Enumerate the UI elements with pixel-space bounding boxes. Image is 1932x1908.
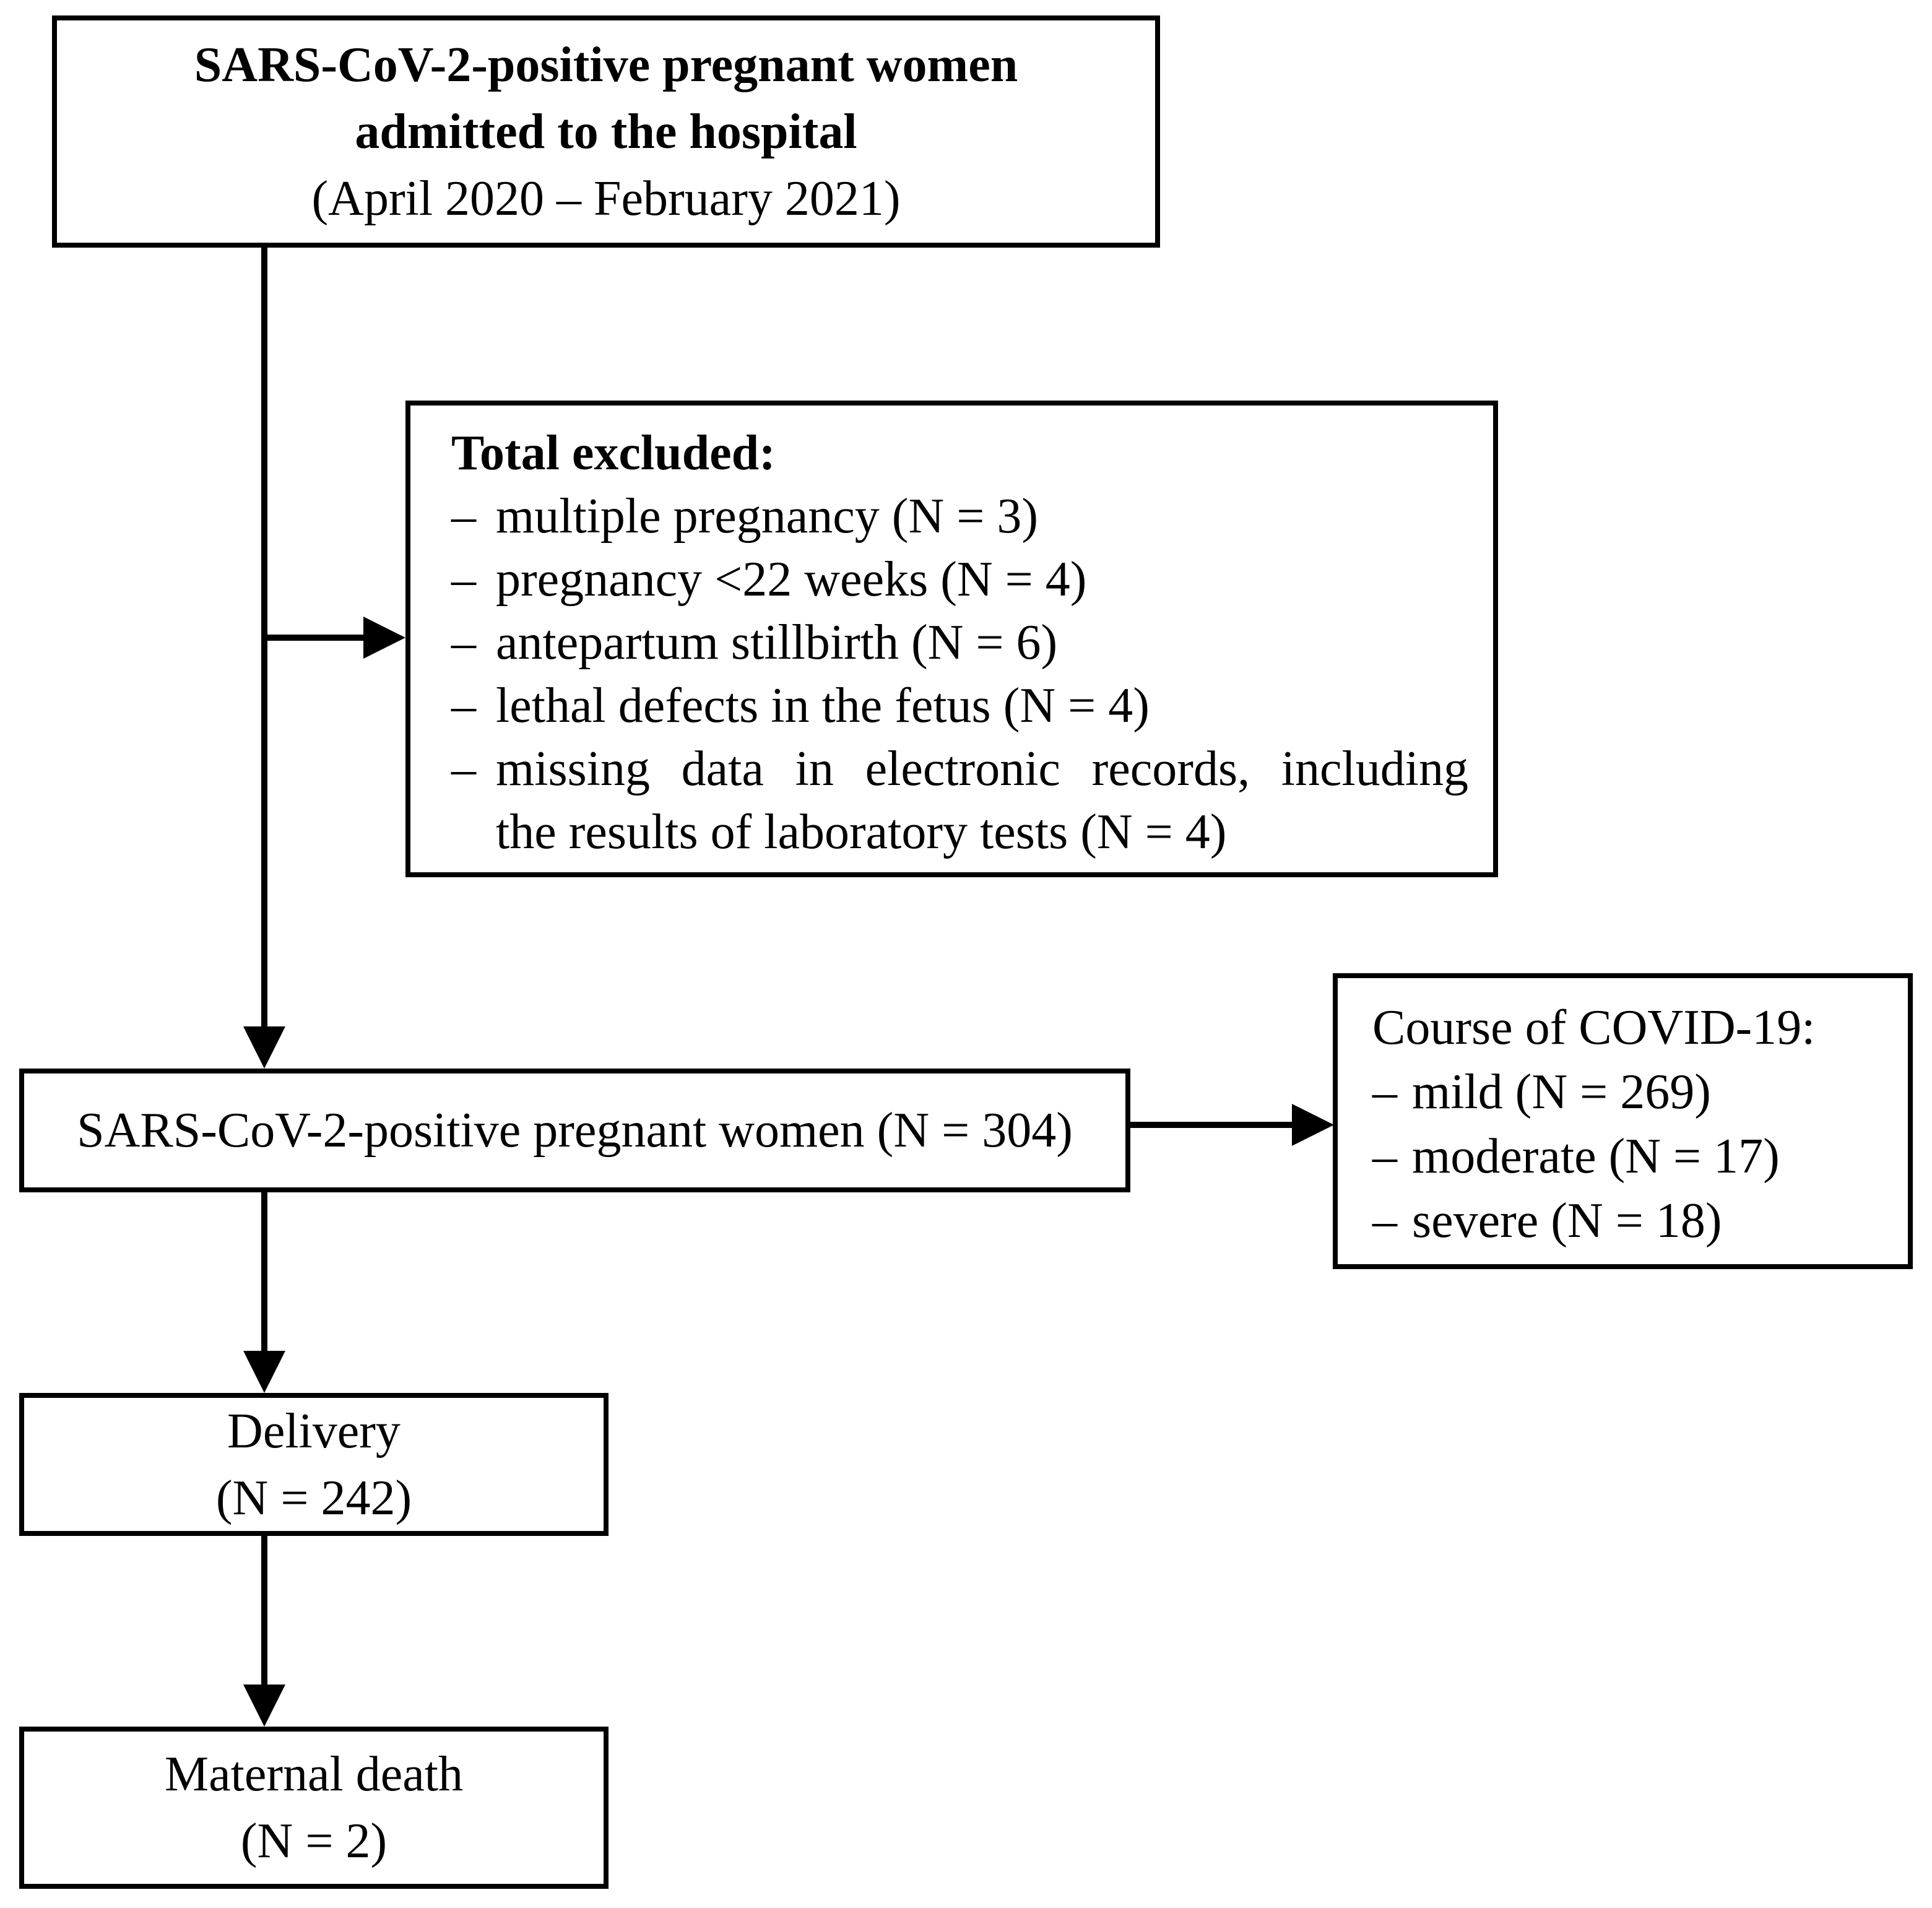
connector-cohort-to-course — [1130, 1122, 1293, 1128]
cohort-label: SARS-CoV-2-positive pregnant women (N = … — [77, 1103, 1073, 1158]
excluded-item-missing-data-line1: missing data in electronic records, incl… — [496, 742, 1468, 796]
dash-bullet: – — [1372, 1129, 1397, 1184]
maternal-death-count: (N = 2) — [240, 1814, 388, 1868]
covid-course-item-severe: – severe (N = 18) — [1372, 1189, 1898, 1253]
excluded-item-label: antepartum stillbirth (N = 6) — [496, 615, 1058, 670]
dash-bullet: – — [451, 679, 476, 733]
admitted-women-line2: admitted to the hospital — [355, 104, 857, 159]
admitted-women-box: SARS-CoV-2-positive pregnant women admit… — [52, 15, 1160, 248]
excluded-title: Total excluded: — [451, 426, 776, 480]
excluded-item-antepartum-stillbirth: – antepartum stillbirth (N = 6) — [451, 611, 1468, 674]
covid-course-item-label: moderate (N = 17) — [1412, 1129, 1780, 1184]
connector-delivery-to-maternal — [261, 1536, 267, 1686]
covid-course-item-label: severe (N = 18) — [1412, 1194, 1722, 1248]
connector-branch-to-excluded — [261, 635, 365, 641]
covid-course-title: Course of COVID-19: — [1372, 1000, 1816, 1055]
delivery-box: Delivery (N = 242) — [19, 1393, 609, 1536]
arrow-down-icon — [243, 1685, 285, 1727]
excluded-item-lethal-defects: – lethal defects in the fetus (N = 4) — [451, 674, 1468, 737]
delivery-label: Delivery — [227, 1403, 401, 1459]
covid-course-item-label: mild (N = 269) — [1412, 1065, 1711, 1119]
excluded-item-label: multiple pregnancy (N = 3) — [496, 489, 1038, 544]
maternal-death-label: Maternal death — [165, 1747, 463, 1802]
arrow-right-icon — [1292, 1104, 1334, 1146]
excluded-item-missing-data-line2: the results of laboratory tests (N = 4) — [496, 805, 1227, 859]
arrow-right-icon — [363, 617, 405, 659]
excluded-item-multiple-pregnancy: – multiple pregnancy (N = 3) — [451, 485, 1468, 548]
dash-bullet: – — [451, 489, 476, 544]
arrow-down-icon — [243, 1351, 285, 1393]
covid-course-item-mild: – mild (N = 269) — [1372, 1060, 1898, 1124]
covid-course-box: Course of COVID-19: – mild (N = 269) – m… — [1333, 973, 1913, 1269]
dash-bullet: – — [451, 742, 476, 796]
excluded-item-pregnancy-under-22-weeks: – pregnancy <22 weeks (N = 4) — [451, 548, 1468, 611]
delivery-count: (N = 242) — [215, 1470, 412, 1525]
excluded-box: Total excluded: – multiple pregnancy (N … — [405, 401, 1498, 877]
excluded-item-label: missing data in electronic records, incl… — [496, 737, 1468, 864]
connector-cohort-to-delivery — [261, 1192, 267, 1352]
arrow-down-icon — [243, 1026, 285, 1069]
excluded-item-label: pregnancy <22 weeks (N = 4) — [496, 552, 1087, 607]
excluded-item-missing-data: – missing data in electronic records, in… — [451, 737, 1468, 864]
covid-course-item-moderate: – moderate (N = 17) — [1372, 1124, 1898, 1189]
admitted-women-dates: (April 2020 – February 2021) — [311, 171, 901, 226]
maternal-death-box: Maternal death (N = 2) — [19, 1727, 609, 1889]
dash-bullet: – — [451, 552, 476, 607]
excluded-item-label: lethal defects in the fetus (N = 4) — [496, 679, 1150, 733]
dash-bullet: – — [1372, 1194, 1397, 1248]
admitted-women-line1: SARS-CoV-2-positive pregnant women — [194, 37, 1018, 92]
dash-bullet: – — [451, 615, 476, 670]
cohort-box: SARS-CoV-2-positive pregnant women (N = … — [19, 1069, 1130, 1192]
dash-bullet: – — [1372, 1065, 1397, 1119]
